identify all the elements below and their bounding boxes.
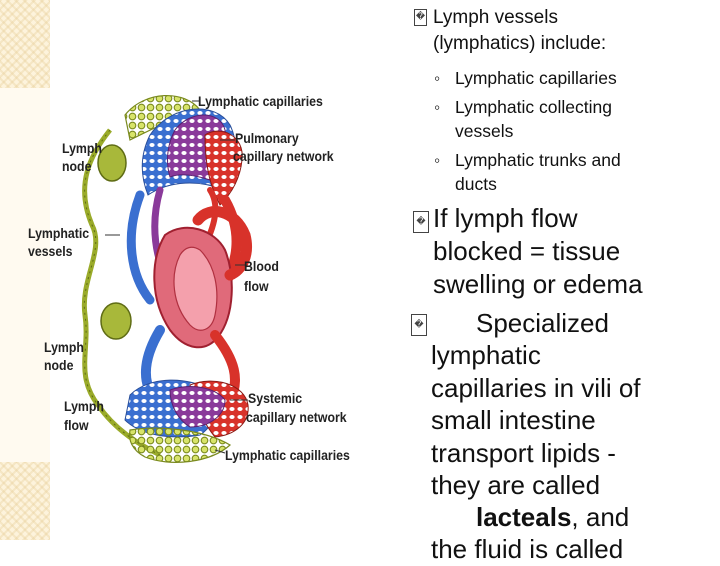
sub-bullet-2-line-2: vessels — [455, 121, 514, 141]
bullet-3-line-1: Specialized — [476, 308, 609, 338]
sub-bullet-2-line-1: Lymphatic collecting — [455, 97, 612, 117]
term-lacteals: lacteals — [476, 502, 572, 532]
sub-bullet-marker-3: ◦ — [434, 150, 441, 170]
label-lymphatic-capillaries-bottom: Lymphatic capillaries — [225, 447, 350, 463]
bullet-3-line-3: capillaries in vili of — [431, 373, 641, 403]
lymphatic-system-diagram: Lymphatic capillaries Pulmonary capillar… — [20, 85, 390, 475]
bullet-3-line-5: transport lipids - — [431, 438, 616, 468]
label-blood-flow-1: Blood — [244, 258, 279, 274]
slide-side-strip — [0, 0, 50, 540]
bullet-3-line-2: lymphatic — [431, 340, 541, 370]
systemic-network-capillary — [169, 386, 226, 428]
bullet-2-line-3: swelling or edema — [433, 269, 643, 299]
sub-bullet-1: Lymphatic capillaries — [455, 68, 617, 88]
bullet-2-marker: � — [413, 204, 429, 237]
label-lymph-node-lower-2: node — [44, 357, 74, 373]
bullet-3-line-7-rest: , and — [571, 502, 630, 532]
label-lymphatic-capillaries-top: Lymphatic capillaries — [198, 93, 323, 109]
label-blood-flow-2: flow — [244, 278, 269, 294]
lymph-node-upper — [97, 144, 127, 182]
bullet-3-line-7: lacteals, and — [476, 501, 629, 534]
bullet-1-marker: � — [414, 5, 427, 31]
bullet-3-line-6: they are called — [431, 470, 601, 500]
label-pulmonary-2: capillary network — [233, 148, 334, 164]
slide-corner-pattern-bottom — [0, 462, 50, 540]
bullet-2-line-2: blocked = tissue — [433, 236, 621, 266]
bullet-3-line-8: the fluid is called — [431, 534, 624, 564]
label-lymph-node-lower-1: Lymph — [44, 339, 84, 355]
sub-bullet-marker-2: ◦ — [434, 97, 441, 117]
bullet-3-line-4: small intestine — [431, 405, 596, 435]
label-pulmonary-1: Pulmonary — [235, 130, 299, 146]
bullet-3-marker: � — [411, 307, 427, 340]
label-lymph-flow-1: Lymph — [64, 398, 104, 414]
label-systemic-2: capillary network — [246, 409, 347, 425]
bullet-2-line-1: If lymph flow — [433, 203, 578, 233]
label-lymphatic-vessels-2: vessels — [28, 243, 73, 259]
pulmonary-network-arterial — [204, 130, 243, 206]
lymphatic-capillaries-bottom — [128, 427, 232, 463]
lymph-node-lower — [100, 302, 132, 340]
label-lymphatic-vessels-1: Lymphatic — [28, 225, 90, 241]
label-lymph-node-upper-1: Lymph — [62, 140, 102, 156]
bullet-box-icon: � — [413, 211, 429, 234]
bullet-box-icon: � — [411, 314, 427, 337]
sub-bullet-marker-1: ◦ — [434, 68, 441, 88]
label-lymph-node-upper-2: node — [62, 158, 92, 174]
sub-bullet-3-line-2: ducts — [455, 174, 497, 194]
label-lymph-flow-2: flow — [64, 417, 89, 433]
slide-corner-pattern-top — [0, 0, 50, 88]
label-systemic-1: Systemic — [248, 390, 303, 406]
bullet-1-line-1: Lymph vessels — [433, 7, 558, 28]
circulation-illustration — [81, 95, 252, 463]
sub-bullet-3-line-1: Lymphatic trunks and — [455, 150, 621, 170]
bullet-box-icon: � — [414, 9, 427, 27]
bullet-1-line-2: (lymphatics) include: — [433, 33, 607, 54]
